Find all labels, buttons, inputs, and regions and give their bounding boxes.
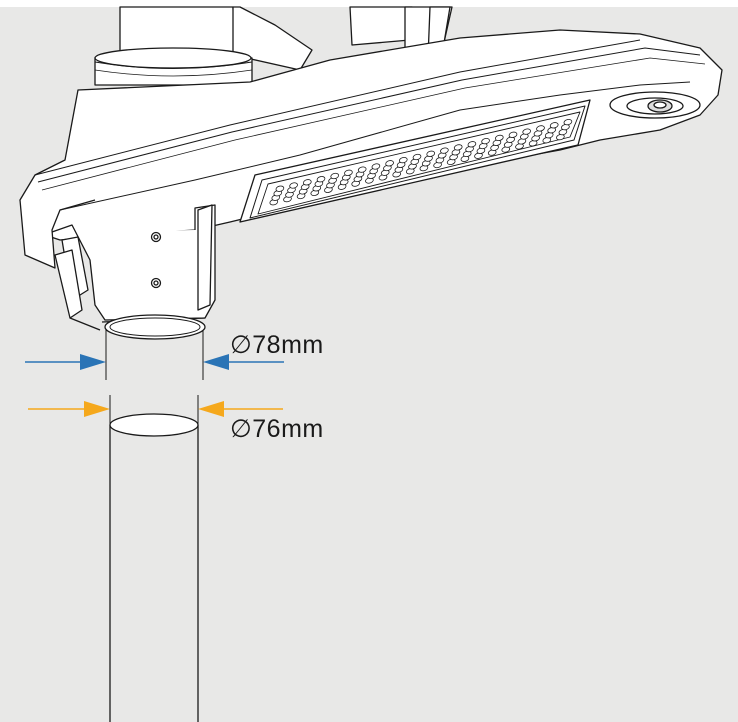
led-dot: [302, 179, 312, 186]
led-dot: [316, 176, 326, 183]
inner-dimension-marker: [28, 395, 283, 425]
outer-dimension-marker: [25, 330, 284, 380]
outer-arrow-right-head: [203, 354, 229, 370]
inner-diameter-label: ∅76mm: [230, 415, 324, 443]
led-dot: [536, 125, 545, 132]
led-dot: [330, 172, 340, 180]
led-dot: [549, 122, 559, 129]
led-dot: [357, 166, 367, 173]
outer-arrow-left-head: [80, 354, 106, 370]
led-dot: [412, 153, 422, 161]
inner-arrow-right-head: [198, 401, 224, 417]
led-dot: [289, 182, 298, 189]
led-dot: [522, 128, 532, 135]
led-dot: [371, 163, 381, 170]
led-dot: [481, 137, 490, 145]
led-dot: [508, 131, 518, 138]
led-array: [269, 118, 573, 206]
led-dot: [344, 169, 353, 176]
led-dot: [440, 147, 449, 154]
outer-diameter-label: ∅78mm: [230, 331, 324, 359]
inner-arrow-left-head: [84, 401, 110, 417]
led-dot: [563, 118, 573, 126]
led-dot: [426, 150, 436, 157]
led-dot: [453, 144, 463, 151]
led-dot: [494, 134, 504, 142]
led-dot: [398, 156, 408, 164]
led-dot: [275, 185, 285, 192]
led-dot: [385, 160, 394, 167]
led-dot: [467, 141, 477, 148]
